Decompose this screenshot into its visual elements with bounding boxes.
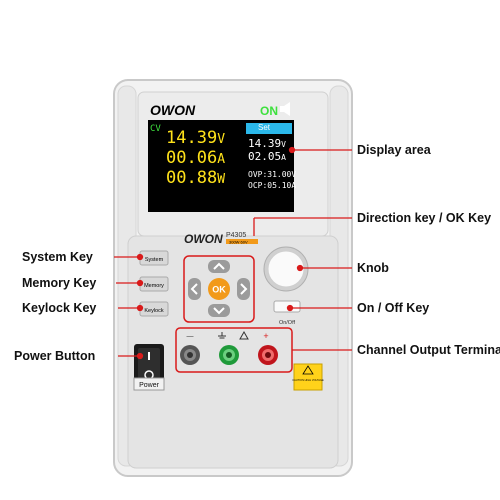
model-number: P4305 xyxy=(226,232,246,239)
knob[interactable] xyxy=(263,246,309,292)
terminal-positive[interactable] xyxy=(258,345,278,365)
model-band xyxy=(226,239,258,244)
lcd-current-value: 00.06 xyxy=(166,148,218,168)
callout-keylock-key: Keylock Key xyxy=(22,301,97,315)
lcd-set-current-unit: A xyxy=(281,153,286,162)
system-key-label: System xyxy=(145,257,164,263)
callout-on-off-key: On / Off Key xyxy=(357,301,430,315)
lcd-ocp-unit: A xyxy=(291,181,297,190)
ok-key-label: OK xyxy=(212,285,226,295)
direction-left-key[interactable] xyxy=(188,278,201,300)
lcd-voltage: 14.39V xyxy=(166,128,225,148)
lcd-power: 00.88W xyxy=(166,168,225,188)
lcd-set-voltage: 14.39V xyxy=(248,137,286,150)
model-sub: 300W 60V xyxy=(229,240,248,245)
lcd-ocp-label: OCP: xyxy=(248,181,268,190)
lcd-ovp-label: OVP: xyxy=(248,170,268,179)
lcd-ovp: OVP:31.00V xyxy=(248,170,296,179)
power-label-box xyxy=(133,377,165,391)
lcd-set-current: 02.05A xyxy=(248,150,286,163)
lcd-mode: CV xyxy=(150,124,161,134)
callout-display-area: Display area xyxy=(357,143,431,157)
power-label: Power xyxy=(139,382,160,389)
lcd-screen xyxy=(148,120,294,212)
terminal-minus-label: — xyxy=(187,333,194,340)
brand-logo-top: OWON xyxy=(150,102,196,118)
callout-system-key: System Key xyxy=(22,250,93,264)
on-off-key-label: On/Off xyxy=(279,320,296,326)
direction-pad-box xyxy=(183,255,255,323)
callout-power-button: Power Button xyxy=(14,349,96,363)
lcd-set-tab xyxy=(246,123,292,134)
lcd-set-current-value: 02.05 xyxy=(248,150,282,163)
on-off-key[interactable] xyxy=(273,300,301,313)
lcd-set-voltage-value: 14.39 xyxy=(248,137,282,150)
lcd-voltage-value: 14.39 xyxy=(166,128,218,148)
memory-key-label: Memory xyxy=(144,283,164,289)
direction-up-key[interactable] xyxy=(208,260,230,273)
callout-memory-key: Memory Key xyxy=(22,276,97,290)
direction-right-key[interactable] xyxy=(237,278,250,300)
lcd-set-tab-label: Set xyxy=(258,123,271,132)
callout-channel-output: Channel Output Terminal xyxy=(357,343,500,357)
callout-knob: Knob xyxy=(357,261,389,275)
caution-sticker xyxy=(293,363,323,391)
caution-label: CAUTION HIGH VOLTAGE xyxy=(292,378,324,382)
keylock-key-label: Keylock xyxy=(144,308,164,314)
warning-triangle-icon xyxy=(239,330,249,340)
speaker-icon xyxy=(280,102,290,116)
direction-down-key[interactable] xyxy=(208,304,230,317)
lcd-set-voltage-unit: V xyxy=(281,140,286,149)
lcd-ocp: OCP:05.10A xyxy=(248,181,296,190)
lcd-ocp-value: 05.10 xyxy=(267,181,292,190)
lcd-power-unit: W xyxy=(217,172,226,187)
power-supply-device: OWON ON OWON P4305 300W 60V System Memor… xyxy=(113,79,353,477)
lcd-voltage-unit: V xyxy=(217,132,226,147)
terminal-plus-label: + xyxy=(263,331,268,341)
caution-icon xyxy=(302,365,314,375)
status-on: ON xyxy=(260,104,278,118)
terminal-negative[interactable] xyxy=(180,345,200,365)
callout-direction-key: Direction key / OK Key xyxy=(357,211,492,225)
lcd-ovp-unit: V xyxy=(291,170,297,179)
ok-key[interactable]: OK xyxy=(208,278,230,300)
lcd-ovp-value: 31.00 xyxy=(267,170,292,179)
brand-logo: OWON xyxy=(184,232,223,246)
lcd-power-value: 00.88 xyxy=(166,168,218,188)
lcd-current: 00.06A xyxy=(166,148,225,168)
ground-icon xyxy=(218,332,226,339)
lcd-current-unit: A xyxy=(217,152,226,167)
terminal-ground[interactable] xyxy=(219,345,239,365)
